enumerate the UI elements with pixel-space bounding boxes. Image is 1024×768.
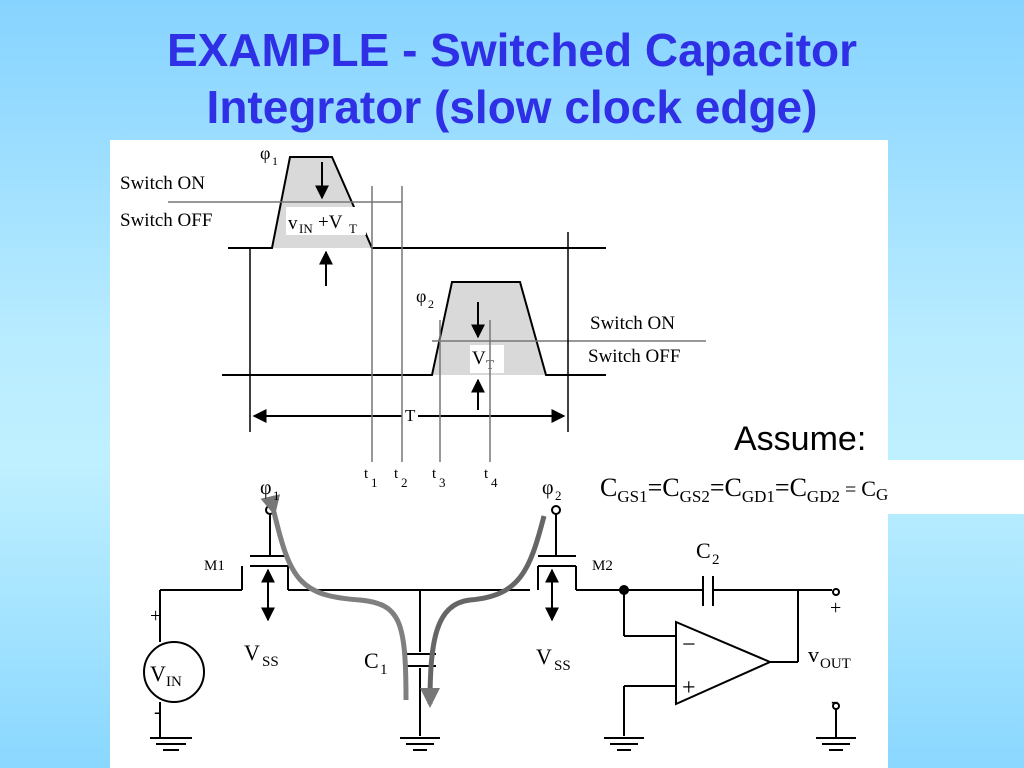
eq-eq1: = — [648, 473, 663, 502]
t1-label: t — [364, 466, 369, 482]
vin-minus: - — [154, 701, 161, 723]
eq-s2: GS2 — [680, 487, 710, 506]
eq-eq3: = — [775, 473, 790, 502]
t1-sub: 1 — [371, 475, 378, 490]
phi1-label: φ — [260, 143, 270, 163]
eq-c5: C — [861, 476, 876, 501]
vout-plus: + — [830, 597, 841, 619]
vss2-label: V — [536, 644, 552, 669]
vss1-sub: SS — [262, 654, 279, 670]
eq-s5: G — [876, 485, 888, 504]
t2-label: t — [394, 466, 399, 482]
vss1-label: V — [244, 640, 260, 665]
transistor-m1 — [241, 505, 289, 622]
switch-on-label-2: Switch ON — [590, 313, 675, 334]
assume-label: Assume: — [734, 420, 867, 458]
circuit-phi1-sub: 1 — [273, 488, 280, 503]
charge-path-left — [260, 494, 409, 701]
transistor-m2 — [537, 505, 577, 622]
c1-sub: 1 — [380, 662, 388, 678]
phi1-waveform — [228, 156, 606, 249]
node-inv — [619, 585, 629, 595]
timing-diagram: φ 1 Switch ON Switch OFF v IN +V T φ 2 S… — [120, 143, 706, 490]
t4-sub: 4 — [491, 475, 498, 490]
eq-s1: GS1 — [617, 487, 647, 506]
ground-opamp — [604, 737, 644, 751]
vin-vt-v: v — [288, 213, 298, 234]
vout-terminal — [832, 588, 840, 596]
slide-title: EXAMPLE - Switched Capacitor Integrator … — [0, 22, 1024, 136]
opamp-plus: + — [682, 675, 696, 701]
title-line-2: Integrator (slow clock edge) — [206, 81, 818, 133]
eq-c4: C — [790, 473, 807, 502]
capacitance-equation: CGS1=CGS2=CGD1=CGD2 = CG — [600, 473, 888, 506]
circuit-phi1: φ — [260, 477, 272, 499]
vin-label: V — [150, 661, 166, 686]
ground-c1 — [400, 737, 440, 751]
eq-c2: C — [662, 473, 679, 502]
m2-label: M2 — [592, 558, 613, 574]
switch-off-label-1: Switch OFF — [120, 210, 212, 231]
vout-gnd-terminal — [832, 702, 840, 710]
phi2-pulse — [432, 282, 546, 375]
opamp — [675, 620, 773, 706]
eq-c3: C — [725, 473, 742, 502]
phi2-waveform — [222, 281, 606, 376]
equation-background — [888, 460, 1024, 514]
phi2-label: φ — [416, 286, 426, 306]
phi1-label-sub: 1 — [272, 154, 278, 168]
opamp-minus: − — [682, 632, 696, 658]
eq-s4: GD2 — [807, 487, 840, 506]
vin-source — [143, 641, 205, 703]
switch-on-label-1: Switch ON — [120, 173, 205, 194]
t3-label: t — [432, 466, 437, 482]
m1-label: M1 — [204, 558, 225, 574]
vout-label: v — [808, 642, 819, 667]
circuit-labels: φ 1 φ 2 M1 M2 V SS V SS C 1 C 2 V IN + -… — [150, 477, 851, 723]
vin-vt-t: T — [349, 221, 357, 236]
vin-sub: IN — [166, 674, 182, 690]
c1-label: C — [364, 648, 379, 673]
t3-sub: 3 — [439, 475, 446, 490]
charge-path-right — [420, 515, 547, 708]
vt-label-bg — [470, 345, 504, 373]
ground-vin — [150, 737, 192, 751]
period-label-bg — [402, 406, 418, 424]
vin-plus: + — [150, 605, 161, 627]
svg-text:CGS1=CGS2=CGD1=CGD2 = CG: CGS1=CGS2=CGD1=CGD2 = CG — [600, 473, 888, 506]
circuit-phi2: φ — [542, 477, 554, 499]
vin-vt-in: IN — [299, 221, 313, 236]
period-label: T — [405, 406, 416, 425]
eq-eq2: = — [710, 473, 725, 502]
eq-c1: C — [600, 473, 617, 502]
vout-minus: - — [831, 688, 838, 713]
t2-sub: 2 — [401, 475, 408, 490]
circuit-phi2-sub: 2 — [555, 488, 562, 503]
phi2-label-sub: 2 — [428, 297, 434, 311]
vin-vt-plus: +V — [318, 212, 343, 233]
c2-sub: 2 — [712, 552, 720, 568]
vss2-sub: SS — [554, 658, 571, 674]
switch-off-label-2: Switch OFF — [588, 346, 680, 367]
ground-vout — [816, 737, 856, 751]
vt-v: V — [472, 348, 486, 369]
eq-s3: GD1 — [742, 487, 775, 506]
circuit-schematic — [143, 505, 856, 751]
eq-eq4: = — [840, 479, 861, 501]
title-line-1: EXAMPLE - Switched Capacitor — [166, 24, 858, 76]
c2-label: C — [696, 538, 711, 563]
vout-sub: OUT — [820, 656, 851, 672]
vin-vt-label-bg — [286, 207, 366, 235]
t4-label: t — [484, 466, 489, 482]
